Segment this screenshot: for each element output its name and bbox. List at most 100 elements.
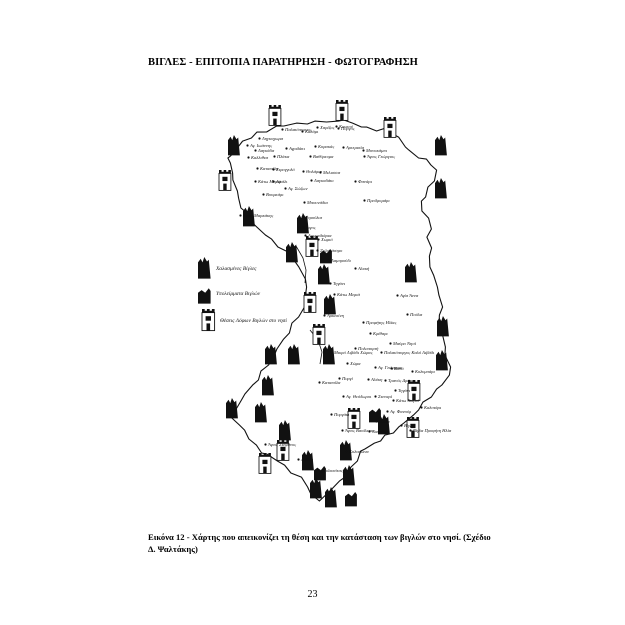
ruined-tower-shape — [302, 450, 314, 471]
place-label: Βαθύ — [394, 366, 404, 371]
tower-body — [335, 102, 349, 121]
place-dot — [374, 395, 377, 398]
tower-hill-icon — [201, 309, 216, 332]
tower-door — [412, 393, 416, 401]
place-label: Μάλα — [378, 419, 390, 424]
place-dot — [354, 267, 357, 270]
place-label: Μονοκάμπι — [365, 148, 388, 153]
tower-door — [388, 130, 392, 138]
place-label: Παλαιόπυργος Καλό Λιβάδι — [383, 350, 435, 355]
place-dot — [389, 342, 392, 345]
place-dot — [318, 469, 321, 472]
place-dot — [337, 127, 340, 130]
tower-battlements — [306, 236, 318, 240]
place-dot — [316, 126, 319, 129]
tower-battlements — [313, 324, 325, 328]
ruined-tower-shape — [437, 316, 449, 337]
place-dot — [341, 429, 344, 432]
ruined-tower-shape — [318, 264, 330, 285]
place-label: Αγία Άννα — [399, 293, 419, 298]
place-label: Μελισσια — [322, 170, 341, 175]
place-label: Αγ. Φανούρ — [389, 409, 412, 414]
place-dot — [301, 216, 304, 219]
place-dot — [330, 413, 333, 416]
place-dot — [374, 366, 377, 369]
place-dot — [333, 293, 336, 296]
place-dot — [314, 145, 317, 148]
ruined-tower-icon — [288, 344, 300, 365]
tower-hill-icon — [383, 117, 397, 138]
ruined-tower-shape — [325, 487, 337, 508]
tower-hill-icon — [347, 408, 361, 429]
place-dot — [298, 226, 301, 229]
ruined-tower-icon — [435, 135, 447, 156]
place-dot — [375, 420, 378, 423]
ruined-tower-icon — [198, 257, 211, 279]
place-label: Αμμουδιάρια — [307, 233, 332, 238]
place-dot — [246, 144, 249, 147]
place-dot — [409, 429, 412, 432]
place-dot — [273, 155, 276, 158]
place-label: Λαγκάδα — [257, 148, 275, 153]
legend-label: Χαλασμένες Βίγλες — [215, 266, 257, 272]
tower-door — [206, 323, 211, 331]
tower-window — [222, 176, 228, 182]
tower-window — [411, 386, 417, 392]
place-dot — [264, 443, 267, 446]
place-dot — [362, 321, 365, 324]
place-label: Αλυκή — [357, 266, 370, 271]
ruined-tower-icon — [435, 178, 447, 199]
tower-hill-icon — [303, 292, 317, 313]
place-label: Θολάρια — [306, 169, 322, 174]
place-dot — [323, 314, 326, 317]
place-dot — [330, 351, 333, 354]
place-dot — [338, 377, 341, 380]
place-label: Αρκεσίνη — [326, 313, 345, 318]
tower-door — [310, 249, 314, 257]
ruined-tower-icon — [318, 264, 330, 285]
place-label: Πυργάκι — [333, 412, 350, 417]
ruined-tower-shape — [243, 206, 255, 227]
tower-door — [317, 337, 321, 345]
place-label: Αγ. Θεόδωροι — [345, 394, 372, 399]
ruined-tower-shape — [340, 440, 352, 461]
place-label: Αγιάλι — [275, 179, 288, 184]
place-dot — [254, 149, 257, 152]
tower-hill-icon — [312, 324, 326, 345]
ruined-tower-icon — [340, 440, 352, 461]
tower-door — [281, 453, 285, 461]
place-label: Βίγλα — [404, 423, 415, 428]
place-label: Άγιος Γεώργιος — [366, 154, 395, 159]
place-dot — [262, 193, 265, 196]
ruined-tower-shape — [228, 135, 240, 156]
tower-hill-icon — [276, 440, 290, 461]
place-dot — [367, 378, 370, 381]
tower-battlements — [259, 453, 271, 457]
place-dot — [247, 156, 250, 159]
place-label: Κάτω Χωριό — [395, 398, 420, 403]
place-label: Αλύκη — [370, 377, 383, 382]
place-dot — [400, 424, 403, 427]
tower-window — [262, 459, 268, 465]
place-dot — [284, 187, 287, 190]
tower-battlements — [384, 117, 396, 121]
tower-remains-icon — [198, 288, 211, 304]
place-dot — [310, 179, 313, 182]
tower-hill-icon — [406, 417, 420, 438]
place-dot — [317, 238, 320, 241]
tower-door — [411, 430, 415, 438]
ruined-tower-shape — [279, 420, 291, 441]
place-label: Στρογγυλό — [275, 167, 295, 172]
place-dot — [316, 249, 319, 252]
place-dot — [309, 155, 312, 158]
place-dot — [362, 149, 365, 152]
legend-label: Θέσεις Λόφων Βιγλών στο νησί — [220, 318, 287, 324]
tower-window — [387, 123, 393, 129]
place-label: Ντρούλια — [304, 215, 323, 220]
tower-window — [272, 111, 278, 117]
place-label: Μπουνάδια — [306, 200, 328, 205]
place-dot — [406, 313, 409, 316]
place-label: Βουρκάρι — [266, 192, 284, 197]
place-dot — [335, 125, 338, 128]
ruined-tower-icon — [265, 344, 277, 365]
